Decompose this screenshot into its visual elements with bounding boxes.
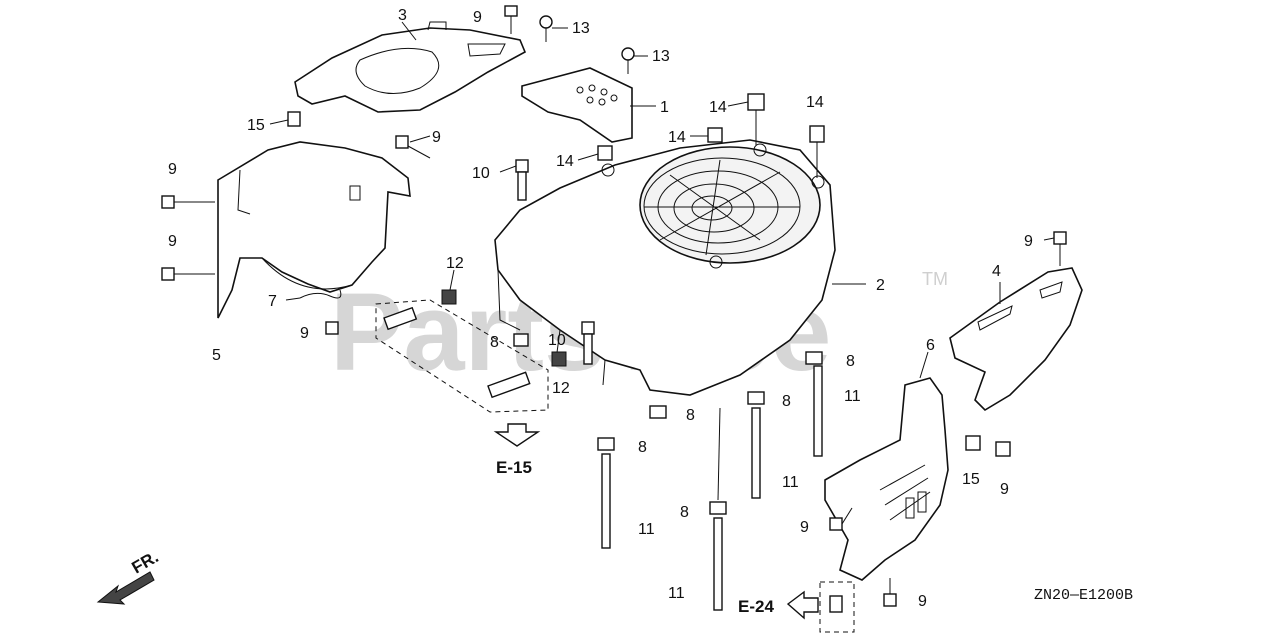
front-label: FR. — [129, 547, 162, 577]
screw-13-b[interactable] — [621, 47, 635, 74]
callout-12-a[interactable]: 12 — [446, 255, 464, 272]
bolt-9-left-lower[interactable] — [161, 267, 215, 281]
arrow-e15 — [493, 423, 541, 447]
collar-14-a[interactable] — [747, 93, 765, 145]
callout-7[interactable]: 7 — [268, 293, 277, 310]
grommet-15-a[interactable] — [287, 111, 301, 127]
callout-11-b[interactable]: 11 — [782, 474, 799, 491]
callout-9-small[interactable]: 9 — [300, 325, 309, 342]
callout-10-b[interactable]: 10 — [548, 332, 566, 349]
part-2-blower-housing[interactable] — [494, 139, 836, 396]
bolt-9-left-upper[interactable] — [161, 195, 215, 209]
callout-14-a[interactable]: 14 — [709, 99, 727, 116]
part-6-bracket[interactable] — [824, 377, 949, 581]
callout-8-f[interactable]: 8 — [680, 504, 689, 521]
callout-9-bracket[interactable]: 9 — [800, 519, 809, 536]
callout-14-c[interactable]: 14 — [668, 129, 686, 146]
callout-13-b[interactable]: 13 — [652, 48, 670, 65]
callout-8-e[interactable]: 8 — [638, 439, 647, 456]
e24-box — [819, 581, 855, 633]
nut-8-f[interactable] — [709, 501, 727, 515]
callout-9-mid[interactable]: 9 — [432, 129, 441, 146]
callout-1[interactable]: 1 — [660, 99, 669, 116]
nut-8-c[interactable] — [649, 405, 667, 419]
collar-14-b[interactable] — [707, 127, 723, 143]
bolt-group-e15 — [375, 299, 549, 413]
callout-11-a[interactable]: 11 — [844, 388, 861, 405]
callout-14-d[interactable]: 14 — [556, 153, 574, 170]
callout-13-a[interactable]: 13 — [572, 20, 590, 37]
nut-8-b[interactable] — [805, 351, 823, 365]
callout-8-c[interactable]: 8 — [782, 393, 791, 410]
stud-11-d[interactable] — [713, 517, 723, 611]
bolt-10-a[interactable] — [515, 159, 529, 201]
callout-9-left-lower[interactable]: 9 — [168, 233, 177, 250]
clip-12-a[interactable] — [441, 289, 457, 305]
callout-6[interactable]: 6 — [926, 337, 935, 354]
callout-8-a[interactable]: 8 — [490, 334, 499, 351]
diagram-code: ZN20—E1200B — [1034, 587, 1133, 604]
callout-9-left-upper[interactable]: 9 — [168, 161, 177, 178]
grommet-15-b[interactable] — [965, 435, 981, 451]
bolt-9-small[interactable] — [325, 321, 339, 335]
callout-11-c[interactable]: 11 — [638, 521, 655, 538]
callout-8-d[interactable]: 8 — [686, 407, 695, 424]
nut-8-a[interactable] — [513, 333, 529, 347]
callout-11-d[interactable]: 11 — [668, 585, 685, 602]
watermark-tm: TM — [922, 269, 948, 289]
part-4-right-shroud[interactable] — [949, 267, 1083, 412]
callout-5[interactable]: 5 — [212, 347, 221, 364]
spring-7[interactable] — [299, 289, 342, 299]
nut-8-d[interactable] — [747, 391, 765, 405]
callout-3[interactable]: 3 — [398, 7, 407, 24]
callouts: 3 9 13 13 1 14 14 14 14 15 9 9 9 10 12 2… — [168, 7, 1033, 610]
callout-2[interactable]: 2 — [876, 277, 885, 294]
callout-12-b[interactable]: 12 — [552, 380, 570, 397]
bolt-9-mid[interactable] — [395, 135, 431, 159]
bolt-9-right-top[interactable] — [1053, 231, 1067, 266]
part-3-shroud-plate[interactable] — [294, 21, 527, 113]
collar-14-c[interactable] — [809, 125, 825, 178]
stud-11-a[interactable] — [813, 365, 823, 457]
callout-10-a[interactable]: 10 — [472, 165, 490, 182]
ref-e15[interactable]: E-15 — [496, 458, 532, 477]
bolt-9-bottom[interactable] — [883, 578, 897, 607]
bolt-10-b[interactable] — [581, 321, 595, 365]
bolt-9-bracket[interactable] — [829, 507, 853, 531]
bolt-9-right[interactable] — [995, 441, 1011, 457]
front-arrow — [96, 571, 155, 605]
callout-14-b[interactable]: 14 — [806, 94, 824, 111]
arrow-e24 — [786, 590, 819, 620]
ref-e24[interactable]: E-24 — [738, 597, 774, 616]
stud-11-c[interactable] — [601, 453, 611, 549]
callout-15-b[interactable]: 15 — [962, 471, 980, 488]
collar-14-d[interactable] — [597, 145, 613, 161]
nut-8-e[interactable] — [597, 437, 615, 451]
leader-lines — [269, 21, 1055, 501]
callout-9-right[interactable]: 9 — [1000, 481, 1009, 498]
callout-9-right-top[interactable]: 9 — [1024, 233, 1033, 250]
clip-12-b[interactable] — [551, 351, 567, 367]
part-1-cover[interactable] — [521, 67, 633, 143]
part-5-side-shroud[interactable] — [217, 141, 411, 319]
callout-15-a[interactable]: 15 — [247, 117, 265, 134]
stud-11-b[interactable] — [751, 407, 761, 499]
callout-4[interactable]: 4 — [992, 263, 1001, 280]
callout-9-bottom[interactable]: 9 — [918, 593, 927, 610]
callout-9-top[interactable]: 9 — [473, 9, 482, 26]
callout-8-b[interactable]: 8 — [846, 353, 855, 370]
bolt-9-top[interactable] — [504, 5, 518, 34]
screw-13-a[interactable] — [539, 15, 553, 42]
